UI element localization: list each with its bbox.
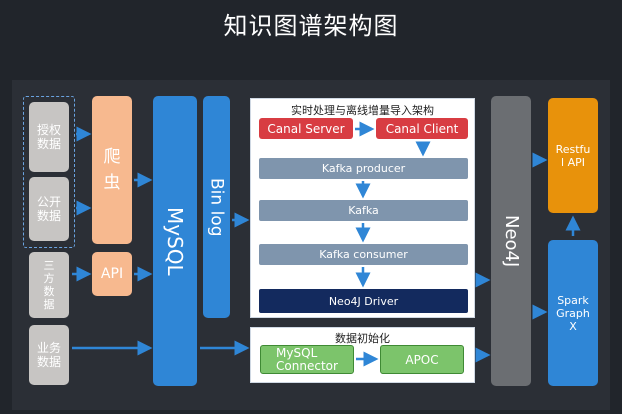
- crawler-label: 爬 虫: [103, 147, 121, 193]
- mysql-connector-label: MySQL Connector: [276, 345, 338, 373]
- source-public-data: 公开 数据: [29, 177, 69, 241]
- canal-server-box: Canal Server: [259, 118, 353, 139]
- init-section-title: 数据初始化: [335, 332, 390, 345]
- kafka-box: Kafka: [259, 200, 468, 221]
- source-public-label: 公开 数据: [36, 195, 61, 223]
- source-business-data: 业务 数据: [29, 325, 69, 385]
- api-label: API: [100, 266, 124, 282]
- kafka-consumer-box: Kafka consumer: [259, 244, 468, 265]
- source-business-label: 业务 数据: [36, 341, 61, 369]
- diagram-title: 知识图谱架构图: [223, 12, 399, 40]
- source-authorized-label: 授权 数据: [36, 123, 61, 151]
- restful-api-label: Restfu l API: [555, 142, 591, 169]
- crawler-box: 爬 虫: [92, 96, 132, 244]
- source-authorized-data: 授权 数据: [29, 102, 69, 172]
- api-box: API: [92, 252, 132, 296]
- binlog-label: Bin log: [206, 177, 227, 237]
- realtime-section-title: 实时处理与离线增量导入架构: [291, 104, 434, 117]
- source-third-party-label: 三 方 数 据: [43, 259, 55, 311]
- kafka-producer-box: Kafka producer: [259, 158, 468, 179]
- binlog-box: Bin log: [203, 96, 230, 318]
- mysql-box: MySQL: [153, 96, 197, 386]
- apoc-box: APOC: [380, 345, 464, 374]
- restful-api-box: Restfu l API: [548, 98, 598, 213]
- neo4j-label: Neo4J: [501, 214, 522, 268]
- spark-graphx-box: Spark Graph X: [548, 240, 598, 386]
- source-third-party-data: 三 方 数 据: [29, 252, 69, 318]
- canal-client-box: Canal Client: [376, 118, 468, 139]
- neo4j-box: Neo4J: [491, 96, 531, 386]
- neo4j-driver-box: Neo4J Driver: [259, 289, 468, 313]
- mysql-connector-box: MySQL Connector: [260, 345, 354, 374]
- spark-graphx-label: Spark Graph X: [556, 293, 590, 333]
- source-group-outline: [23, 96, 75, 248]
